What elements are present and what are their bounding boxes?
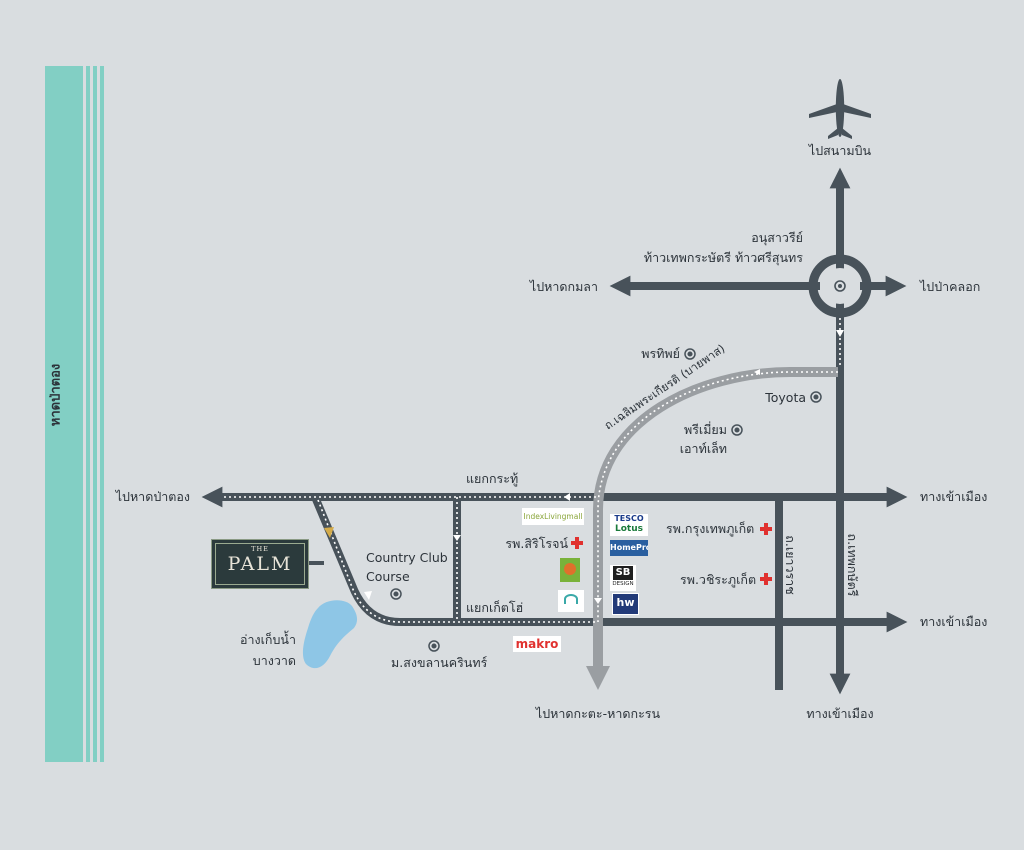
label-to-town-1: ทางเข้าเมือง [920,489,988,504]
reservoir-shape [302,600,358,669]
label-to-town-2: ทางเข้าเมือง [920,614,988,629]
label-to-town-3: ทางเข้าเมือง [806,706,874,721]
label-premium-outlet-2: เอาท์เล็ท [679,441,727,456]
roundabout [808,254,872,318]
makro-logo: makro [513,636,561,652]
label-premium-outlet-1: พรีเมี่ยม [683,422,727,437]
palm-logo-name: PALM [227,553,293,575]
landmark-markers [390,348,822,652]
homepro-logo: HomePro [610,540,648,556]
label-kokkeo-junction: แยกเก็ตโฮ่ [466,600,524,615]
sb-text: SB [613,566,633,580]
label-bangkok-phuket-hospital: รพ.กรุงเทพภูเก็ต [666,521,755,536]
label-porntip: พรทิพย์ [641,346,680,361]
label-monument-1: อนุสาวรีย์ [751,230,803,245]
tesco-text: TESCO [614,514,644,523]
label-to-kata-karon: ไปหาดกะตะ-หาดกะรน [535,706,661,721]
palm-route-arrow [324,527,334,538]
label-thepkrasattri-road: ถ.เทพกษัตรี [845,533,860,597]
label-monument-2: ท้าวเทพกระษัตรี ท้าวศรีสุนทร [643,250,803,265]
label-to-patong: ไปหาดป่าตอง [115,489,190,504]
marker-country-club [390,588,402,600]
label-to-kamala: ไปหาดกมลา [529,279,598,294]
marker-psu [428,640,440,652]
hw-logo: hw [612,593,639,615]
route-arrows [364,330,844,604]
beach-strip [45,66,104,762]
beach-label: หาดป่าตอง [48,363,64,427]
airplane-icon [809,79,871,139]
label-yaowarat-road: ถ.เยาวราช [783,535,798,595]
label-country-club-2: Course [366,569,410,584]
indexliving-logo: IndexLivingmall [522,508,584,525]
store-logo-green [560,558,580,582]
tesco-lotus-logo: TESCO Lotus [610,514,648,536]
palm-logo-the: THE [251,545,269,553]
label-to-paklok: ไปป่าคลอก [920,279,981,294]
hospital-cross-icon [759,572,773,586]
label-airport: ไปสนามบิน [808,143,872,158]
marker-porntip [684,348,696,360]
sb-design-logo: SB DESIGN [610,565,636,591]
design-text: DESIGN [612,581,634,587]
store-logo-teal [558,590,584,612]
label-psu: ม.สงขลานครินทร์ [391,655,488,670]
label-country-club-1: Country Club [366,550,448,565]
palm-logo-frame [215,543,305,585]
hospital-cross-icon [570,536,584,550]
marker-premium-outlet [731,424,743,436]
label-toyota: Toyota [765,390,806,405]
the-palm-logo[interactable]: THE PALM [211,539,309,589]
lotus-text: Lotus [615,524,643,534]
marker-toyota [810,391,822,403]
label-siriroj-hospital: รพ.สิริโรจน์ [505,536,568,551]
label-kathu-junction: แยกกระทู้ [466,471,519,486]
route-dots [222,318,841,623]
label-vachira-hospital: รพ.วชิระภูเก็ต [680,572,757,587]
hospital-cross-icon [759,522,773,536]
label-reservoir-1: อ่างเก็บน้ำ [240,632,296,647]
bypass-road [585,367,838,691]
label-reservoir-2: บางวาด [252,653,296,668]
